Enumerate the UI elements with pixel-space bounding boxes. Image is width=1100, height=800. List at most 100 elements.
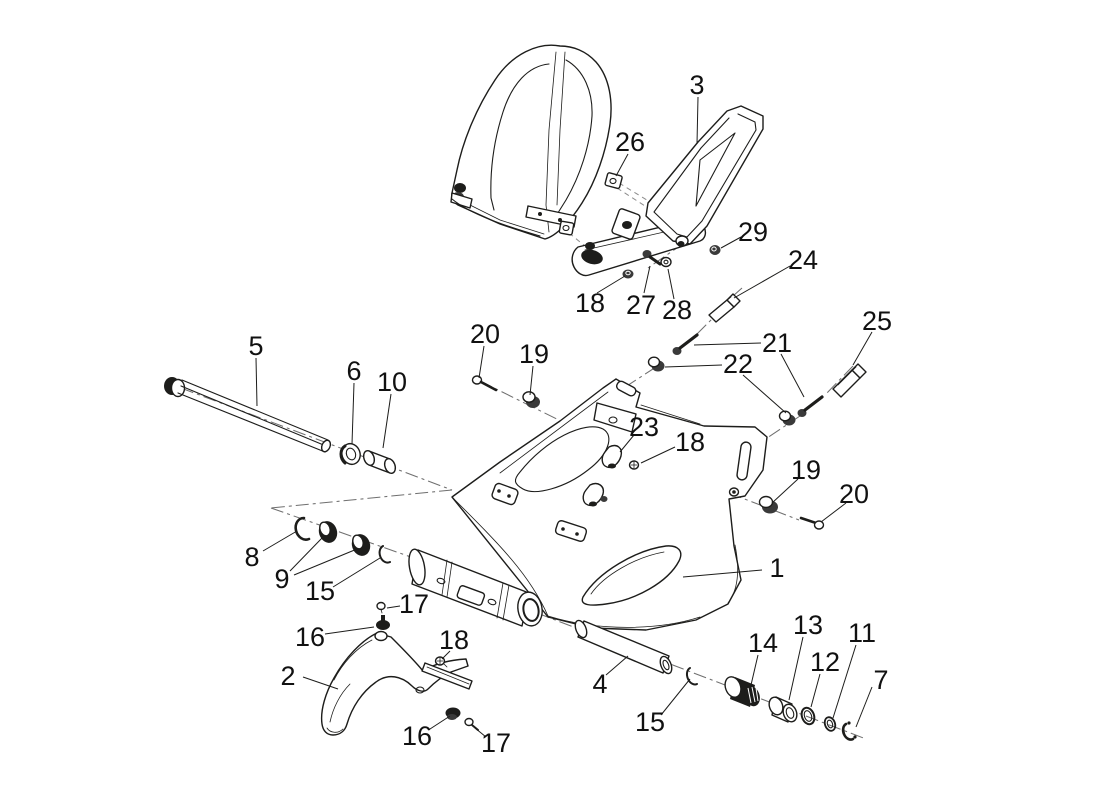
leader-line-9 xyxy=(293,548,358,576)
screw-21a-shaft xyxy=(678,333,699,350)
callout-12: 12 xyxy=(810,647,840,677)
mount-plate-b-screw1 xyxy=(561,527,565,531)
leader-line-10 xyxy=(382,393,392,449)
ring-6-bore xyxy=(345,447,357,461)
leader-line-28 xyxy=(667,268,675,300)
part-25-band xyxy=(837,366,857,386)
callout-17: 17 xyxy=(399,589,429,619)
axle-head-flange xyxy=(170,378,186,398)
screws-21-22 xyxy=(647,333,824,426)
leader-line-15 xyxy=(332,557,381,588)
ring-6 xyxy=(341,442,361,466)
callout-28: 28 xyxy=(662,295,692,325)
grommet-16a xyxy=(376,620,390,630)
bolt-20b-head xyxy=(813,520,825,530)
swingarm xyxy=(408,378,768,631)
bushing-22a-top xyxy=(647,356,661,368)
clamp-23b-screw xyxy=(600,496,608,502)
bushing-10-right xyxy=(383,458,397,474)
grommet-16a-stem xyxy=(381,615,385,622)
snap-ring-7 xyxy=(841,722,855,741)
shock-bracket-slot xyxy=(616,380,637,397)
ring-15a xyxy=(378,545,391,564)
mount-plate-b xyxy=(554,520,588,542)
fender-foot-bracket xyxy=(450,192,473,209)
fender-rib-2 xyxy=(556,51,566,206)
leader-line-17 xyxy=(386,605,401,609)
ring-15b xyxy=(685,667,698,686)
leader-line-24 xyxy=(733,265,791,299)
leader-line-18 xyxy=(596,275,626,294)
leader-line-5 xyxy=(255,357,258,407)
panel-outline xyxy=(645,105,764,245)
strip-screw-b xyxy=(558,218,562,222)
washer-28 xyxy=(660,256,672,268)
fender-inner-arch-left xyxy=(490,63,550,211)
tube-4-bore xyxy=(662,659,670,671)
fender-bumper-top xyxy=(454,183,466,193)
washer-11 xyxy=(823,716,837,732)
callout-6: 6 xyxy=(346,356,361,386)
screw-18c-detail xyxy=(436,657,448,668)
leader-line-19 xyxy=(771,478,799,504)
nut-18a xyxy=(622,269,634,279)
panel-inner-border xyxy=(653,113,757,238)
swingarm-right-edge-line xyxy=(727,544,739,604)
slider-rail xyxy=(421,662,473,690)
leader-line-11 xyxy=(832,644,857,719)
screw-27-shaft xyxy=(648,255,662,266)
pivot-hole-b xyxy=(487,598,497,606)
bearing-9a-bore xyxy=(319,521,331,537)
shock-bracket-hole xyxy=(608,416,618,424)
leader-line-7 xyxy=(855,686,873,728)
clamp-23b-foot xyxy=(589,501,597,507)
bearing-set-left xyxy=(294,516,391,564)
screw-18b-slot xyxy=(630,461,638,469)
ring-6-dark-edge xyxy=(339,444,347,465)
slider-rail-line xyxy=(426,666,470,685)
callout-19: 19 xyxy=(519,339,549,369)
pivot-tube-left-cap xyxy=(408,548,426,586)
bushing-19b-bolt-20b xyxy=(758,495,825,530)
fender-inner-arch-right xyxy=(555,59,593,217)
leader-line-22 xyxy=(742,374,787,414)
slider-hole xyxy=(415,686,425,694)
bracket-pad-cap xyxy=(585,242,595,250)
grommet-16b-seat xyxy=(447,714,457,720)
seal-12-inner xyxy=(803,710,813,722)
adjuster-slot xyxy=(736,441,752,481)
axis-21a-24 xyxy=(696,317,714,335)
bracket-pad xyxy=(581,249,603,265)
leader-line-4 xyxy=(605,655,629,676)
leader-line-26 xyxy=(615,153,629,177)
mount-plate-b-screw2 xyxy=(575,532,579,536)
leader-line-29 xyxy=(720,236,742,249)
leader-line-12 xyxy=(810,673,821,708)
pivot-tube-boss xyxy=(456,585,486,606)
seal-12 xyxy=(800,706,816,726)
bearing-axis-left xyxy=(270,507,429,564)
callout-26: 26 xyxy=(615,127,645,157)
callout-16: 16 xyxy=(402,721,432,751)
pivot-hole-a xyxy=(436,577,446,585)
bracket-grommet xyxy=(622,221,632,229)
leader-line-21 xyxy=(693,342,762,346)
fender-bottom-edge xyxy=(459,199,545,235)
swingarm-rib-cutout xyxy=(514,426,610,493)
clip-square-hole xyxy=(562,224,570,232)
callout-29: 29 xyxy=(738,217,768,247)
screw-21b-shaft xyxy=(803,395,824,412)
callout-5: 5 xyxy=(248,331,263,361)
callout-23: 23 xyxy=(629,412,659,442)
leader-line-17 xyxy=(474,727,487,738)
callout-15: 15 xyxy=(305,576,335,606)
side-panel-3 xyxy=(645,105,764,247)
mount-plate-a-screw2 xyxy=(507,494,511,498)
fender-fasteners xyxy=(622,245,867,398)
callout-18: 18 xyxy=(575,288,605,318)
axle-shaft xyxy=(177,379,329,453)
callout-1: 1 xyxy=(769,553,784,583)
slider-inner-2 xyxy=(329,683,351,723)
callout-10: 10 xyxy=(377,367,407,397)
